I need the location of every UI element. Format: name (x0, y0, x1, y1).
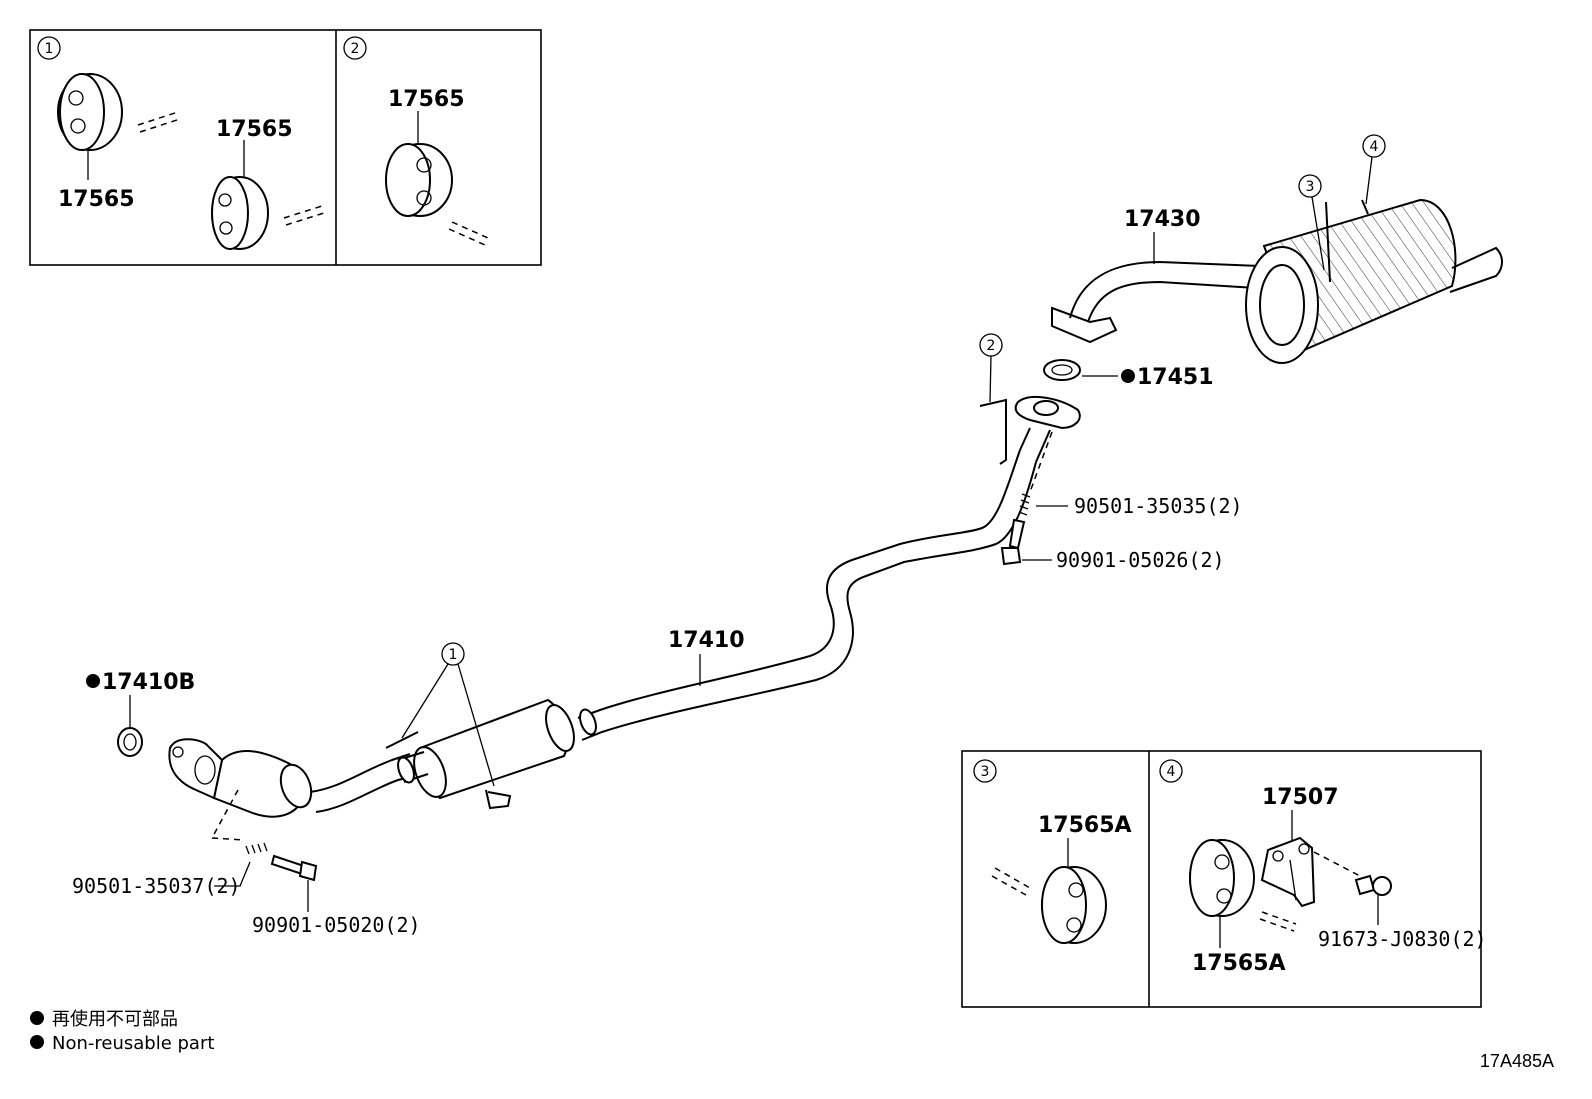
inset-1-number: 1 (45, 41, 54, 57)
label-17410B: 17410B (102, 670, 195, 695)
inset-2-number: 2 (351, 41, 360, 57)
non-reusable-bullet-icon (30, 1035, 44, 1049)
inset-4-label-bolt: 91673-J0830(2) (1318, 927, 1487, 951)
inset-3: 3 17565A (973, 759, 1132, 944)
hanger-rubber-icon (385, 143, 453, 217)
non-reusable-bullet-icon (86, 674, 100, 688)
callout-2: 2 (979, 333, 1003, 403)
bracket-icon (1260, 836, 1316, 908)
inset-2-label: 17565 (388, 87, 465, 112)
gasket-17451: 17451 (1043, 359, 1214, 390)
hanger-rubber-icon (1189, 839, 1255, 917)
inset-3-label: 17565A (1038, 813, 1132, 838)
bolt-icon (1354, 874, 1392, 896)
inset-3-number: 3 (981, 764, 990, 780)
callout-3: 3 (1298, 174, 1325, 271)
label-17451: 17451 (1137, 365, 1214, 390)
hanger-rubber-icon (57, 73, 123, 151)
front-exhaust-pipe (168, 395, 1081, 818)
label-17430: 17430 (1124, 207, 1201, 232)
inset-4-number: 4 (1167, 764, 1176, 780)
legend: 再使用不可部品 Non-reusable part (30, 1009, 214, 1054)
hanger-rubber-icon (211, 176, 269, 250)
callout-4: 4 (1362, 134, 1386, 205)
inset-1-label-b: 17565 (216, 117, 293, 142)
inset-4-label-rubber: 17565A (1192, 951, 1286, 976)
label-17410: 17410 (668, 628, 745, 653)
legend-en: Non-reusable part (52, 1033, 214, 1054)
label-90901-05026: 90901-05026(2) (1056, 548, 1225, 572)
inset-1: 1 17565 17565 (37, 36, 325, 250)
svg-text:4: 4 (1370, 139, 1379, 155)
tail-pipe-muffler (1051, 198, 1503, 364)
svg-text:2: 2 (987, 338, 996, 354)
bolt-icon (1008, 518, 1026, 550)
front-flange-spring-bolt: 90501-35037(2) 90901-05020(2) (72, 789, 421, 937)
spring-icon (1018, 493, 1031, 516)
svg-text:3: 3 (1306, 179, 1315, 195)
inset-2: 2 17565 (343, 36, 489, 246)
legend-jp: 再使用不可部品 (52, 1009, 178, 1030)
bolt-icon (270, 854, 306, 876)
inset-4: 4 17507 91673-J0830(2) 17565A (1159, 759, 1487, 976)
inset-3-4-frame (961, 750, 1482, 1008)
spring-icon (245, 842, 268, 855)
diagram-code: 17A485A (1480, 1051, 1554, 1071)
inset-1-label-a: 17565 (58, 187, 135, 212)
label-90901-05020: 90901-05020(2) (252, 913, 421, 937)
svg-text:1: 1 (449, 647, 458, 663)
hanger-rubber-icon (1041, 866, 1107, 944)
non-reusable-bullet-icon (30, 1011, 44, 1025)
inset-1-2-frame (29, 29, 542, 266)
gasket-17410B: 17410B (86, 670, 195, 757)
inset-4-label-bracket: 17507 (1262, 785, 1339, 810)
label-90501-35037: 90501-35037(2) (72, 874, 241, 898)
rear-flange-spring-bolt: 90501-35035(2) 90901-05026(2) (1000, 431, 1243, 572)
label-90501-35035: 90501-35035(2) (1074, 494, 1243, 518)
callout-1: 1 (401, 642, 495, 787)
non-reusable-bullet-icon (1121, 369, 1135, 383)
